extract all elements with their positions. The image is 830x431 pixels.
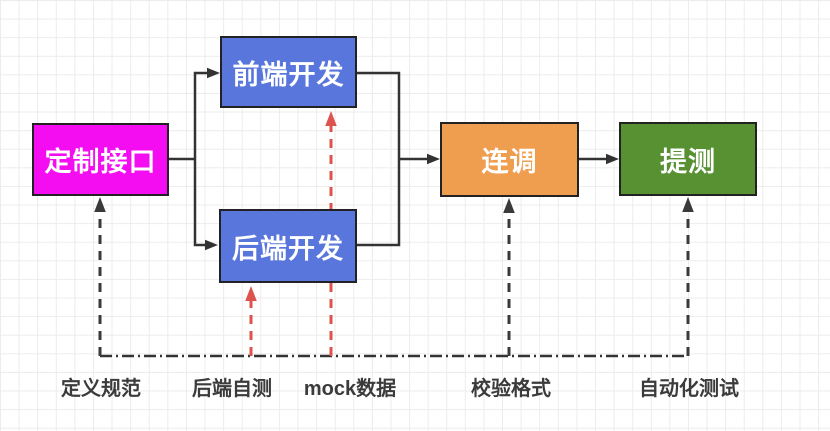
arrowhead-into-frontend-bottom [325,111,337,126]
node-submit-test: 提测 [619,122,757,196]
arrowhead-into-submit-test [606,153,619,165]
node-define-api: 定制接口 [32,123,169,196]
edge-merge-to-joint-debug [357,71,427,247]
arrowhead-into-frontend [207,67,220,79]
node-joint-debug: 连调 [440,122,579,197]
node-backend-dev-label: 后端开发 [232,233,344,264]
node-backend-dev: 后端开发 [219,209,357,283]
arrowhead-into-backend [205,239,218,251]
annotation-automated-test: 自动化测试 [639,378,739,400]
arrowhead-into-joint-debug-bottom [503,198,515,213]
arrowhead-into-submit-test-bottom [682,197,694,212]
node-joint-debug-label: 连调 [481,147,538,177]
annotation-mock-data: mock数据 [303,378,397,400]
edge-define-to-split [169,71,207,247]
node-frontend-dev-label: 前端开发 [232,59,345,90]
node-submit-test-label: 提测 [660,146,716,177]
arrowhead-into-joint-debug [427,153,440,165]
node-define-api-label: 定制接口 [44,147,157,177]
annotation-backend-selftest: 后端自测 [192,378,272,400]
annotation-define-spec: 定义规范 [61,378,141,400]
arrowhead-into-backend-bottom [245,286,257,301]
arrowhead-into-define-api [94,197,106,212]
annotation-validate-format: 校验格式 [471,378,551,400]
node-frontend-dev: 前端开发 [220,36,357,108]
